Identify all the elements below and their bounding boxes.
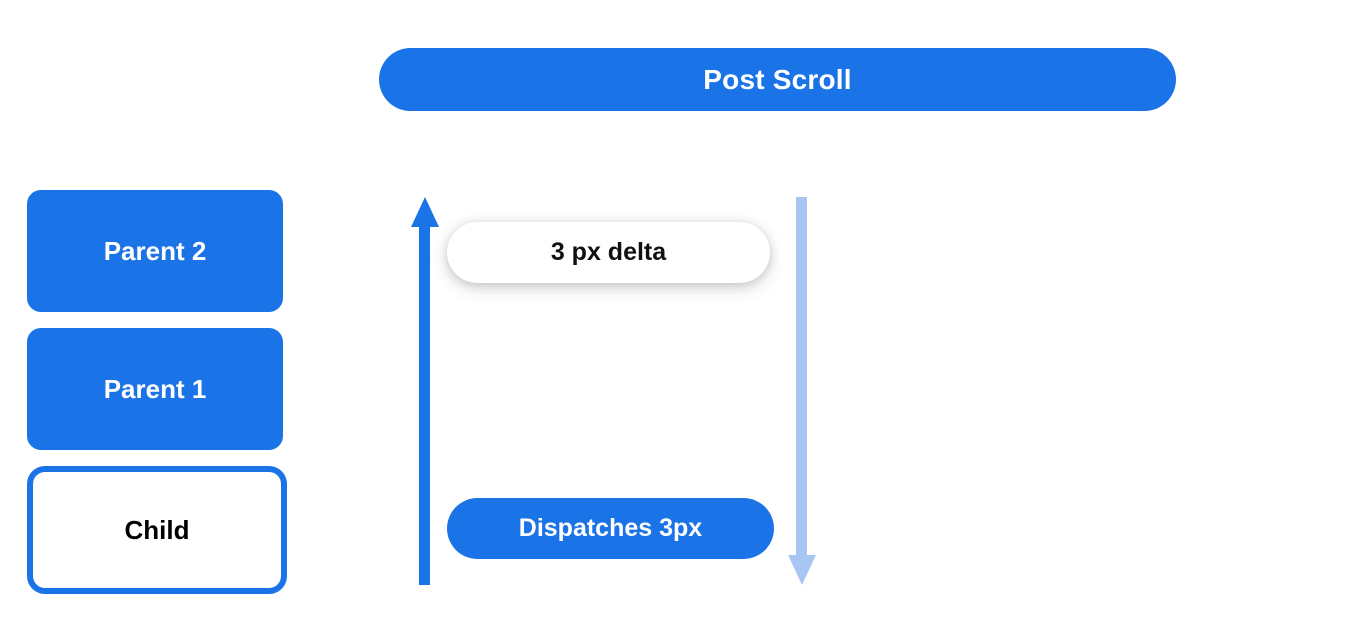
view-hierarchy-stack: Parent 2 Parent 1 Child (27, 190, 289, 594)
post-scroll-banner: Post Scroll (379, 48, 1176, 111)
box-parent-2-label: Parent 2 (103, 236, 207, 266)
box-child: Child (27, 466, 287, 594)
post-scroll-banner-label: Post Scroll (703, 63, 852, 95)
box-parent-1: Parent 1 (27, 328, 283, 450)
arrow-up-icon (411, 197, 439, 585)
dispatch-pill: Dispatches 3px (447, 498, 774, 559)
arrow-down-icon (788, 197, 816, 585)
box-parent-1-label: Parent 1 (103, 374, 207, 404)
delta-pill: 3 px delta (447, 222, 770, 283)
delta-pill-label: 3 px delta (550, 238, 667, 266)
box-parent-2: Parent 2 (27, 190, 283, 312)
box-child-label: Child (124, 515, 190, 545)
dispatch-pill-label: Dispatches 3px (518, 514, 703, 542)
